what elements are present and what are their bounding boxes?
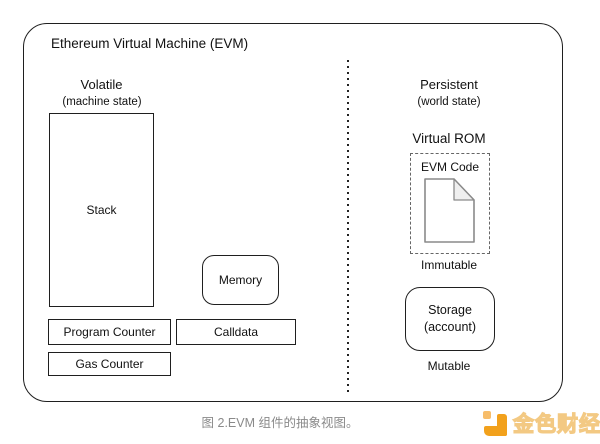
storage-label-line1: Storage: [428, 303, 472, 317]
stack-box: Stack: [49, 113, 154, 307]
persistent-heading: Persistent: [420, 77, 478, 92]
evm-code-label: EVM Code: [420, 160, 480, 174]
gas-counter-box: Gas Counter: [48, 352, 171, 376]
machine-state-subheading: (machine state): [62, 96, 142, 108]
stack-label: Stack: [86, 203, 117, 217]
program-counter-box: Program Counter: [48, 319, 171, 345]
jinse-brand-text: 金色财经: [512, 412, 600, 436]
calldata-box: Calldata: [176, 319, 296, 345]
immutable-label: Immutable: [420, 258, 478, 272]
memory-box: Memory: [202, 255, 279, 305]
jinse-logo-icon: [483, 410, 509, 437]
document-icon: [424, 178, 475, 243]
evm-frame: Ethereum Virtual Machine (EVM) Volatile …: [23, 23, 563, 402]
diagram-title: Ethereum Virtual Machine (EVM): [51, 36, 249, 51]
calldata-label: Calldata: [213, 325, 259, 339]
world-state-subheading: (world state): [417, 96, 481, 108]
volatile-heading: Volatile: [80, 77, 123, 92]
gas-counter-label: Gas Counter: [75, 357, 144, 371]
jinse-watermark: 金色财经: [483, 408, 600, 438]
storage-label-line2: (account): [423, 320, 477, 334]
virtual-rom-box: EVM Code: [410, 153, 490, 254]
program-counter-label: Program Counter: [63, 325, 156, 339]
storage-box: Storage (account): [405, 287, 495, 351]
volatile-persistent-divider: [347, 60, 349, 395]
memory-label: Memory: [218, 273, 263, 287]
mutable-label: Mutable: [427, 359, 471, 373]
figure-caption: 图 2.EVM 组件的抽象视图。: [201, 416, 359, 430]
virtual-rom-label: Virtual ROM: [412, 131, 486, 146]
